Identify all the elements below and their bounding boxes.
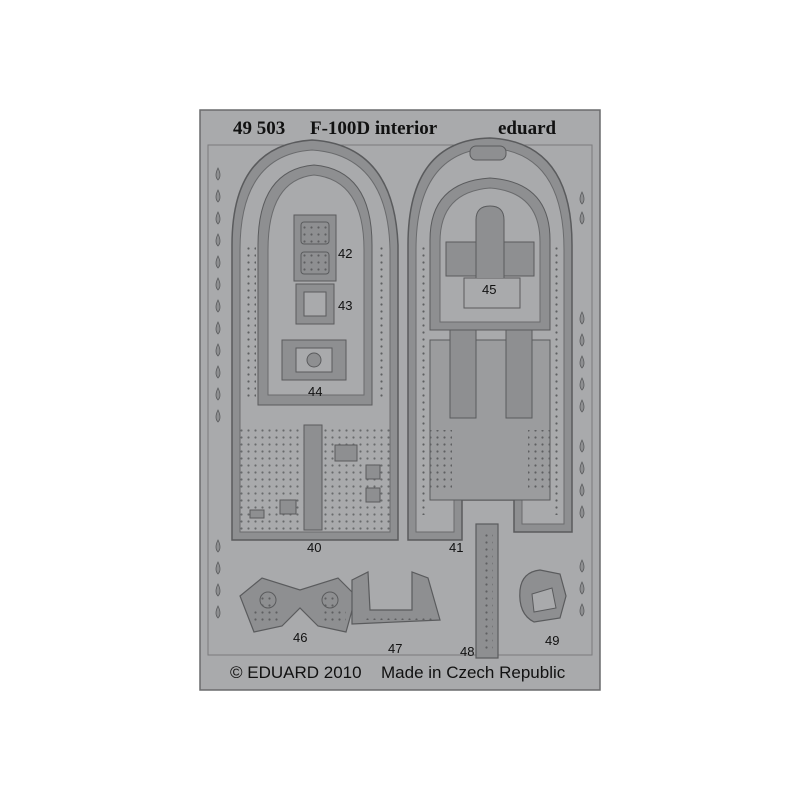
part-label-45: 45: [482, 282, 497, 297]
brand-name: eduard: [498, 118, 557, 139]
part-label-44: 44: [308, 384, 323, 399]
origin-text: Made in Czech Republic: [381, 663, 566, 682]
part-label-48: 48: [460, 644, 475, 659]
part-label-41: 41: [449, 540, 464, 555]
part-48-shape: [475, 523, 499, 659]
copyright-text: © EDUARD 2010: [230, 663, 362, 682]
part-label-43: 43: [338, 298, 353, 313]
fret-tabs-right: [579, 191, 585, 617]
part-49-shape: [519, 569, 567, 623]
part-47-shape: [351, 571, 441, 625]
part-43-shape: [295, 283, 335, 325]
part-44-shape: [281, 339, 347, 381]
part-41-shape: [407, 137, 573, 541]
part-label-40: 40: [307, 540, 322, 555]
product-name: F-100D interior: [310, 118, 438, 139]
fret-tabs-left: [215, 167, 221, 619]
part-46-shape: [239, 577, 357, 633]
part-label-47: 47: [388, 641, 403, 656]
part-label-49: 49: [545, 633, 560, 648]
part-42-shape: [293, 214, 337, 282]
part-label-46: 46: [293, 630, 308, 645]
part-label-42: 42: [338, 246, 353, 261]
product-code: 49 503: [233, 118, 286, 139]
